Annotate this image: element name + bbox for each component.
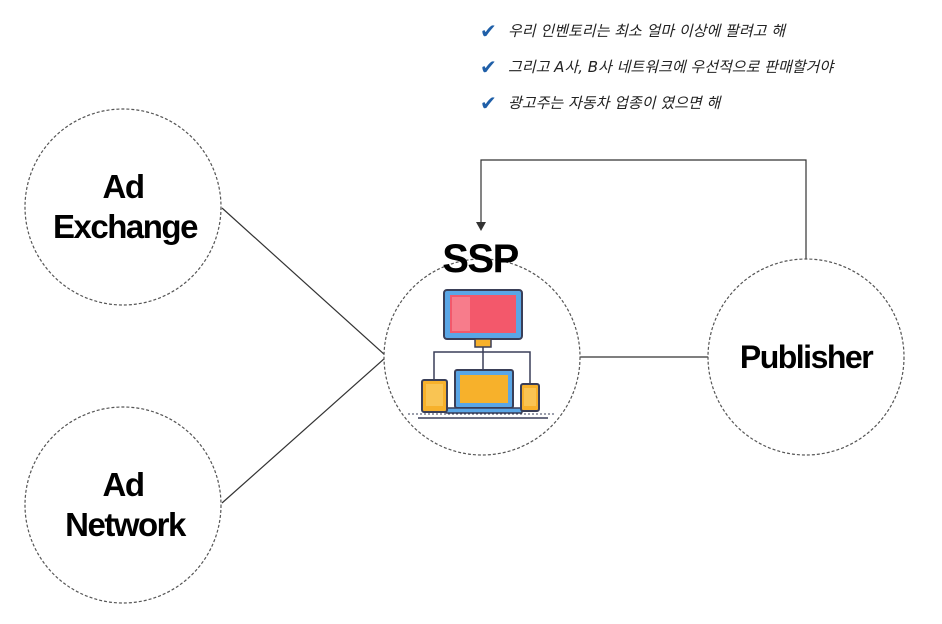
arrow-publisher-to-ssp xyxy=(480,159,807,262)
check-icon: ✔ xyxy=(480,55,497,79)
ad-exchange-circle xyxy=(24,108,222,306)
ssp-circle xyxy=(383,258,581,456)
ad-exchange-label-line2: Exchange xyxy=(53,208,198,245)
connector-exchange-ssp xyxy=(221,207,386,356)
publisher-circle xyxy=(707,258,905,456)
ad-network-circle xyxy=(24,406,222,604)
note-item-2: 그리고 A사, B사 네트워크에 우선적으로 판매할거야 xyxy=(508,58,835,76)
ad-network-label-line2: Network xyxy=(65,506,187,543)
connector-network-ssp xyxy=(221,357,386,504)
arrow-head xyxy=(476,222,486,231)
check-icon: ✔ xyxy=(480,91,497,115)
ad-network-label-line1: Ad xyxy=(103,466,144,503)
publisher-label: Publisher xyxy=(740,339,873,375)
check-icon: ✔ xyxy=(480,19,497,43)
note-item-3: 광고주는 자동차 업종이 였으면 해 xyxy=(508,94,722,112)
ad-exchange-label-line1: Ad xyxy=(103,168,144,205)
server-network-icon xyxy=(408,289,556,419)
ssp-label: SSP xyxy=(442,237,518,281)
note-item-1: 우리 인벤토리는 최소 얼마 이상에 팔려고 해 xyxy=(508,22,787,40)
notes-list: ✔ 우리 인벤토리는 최소 얼마 이상에 팔려고 해 ✔ 그리고 A사, B사 … xyxy=(480,19,835,115)
